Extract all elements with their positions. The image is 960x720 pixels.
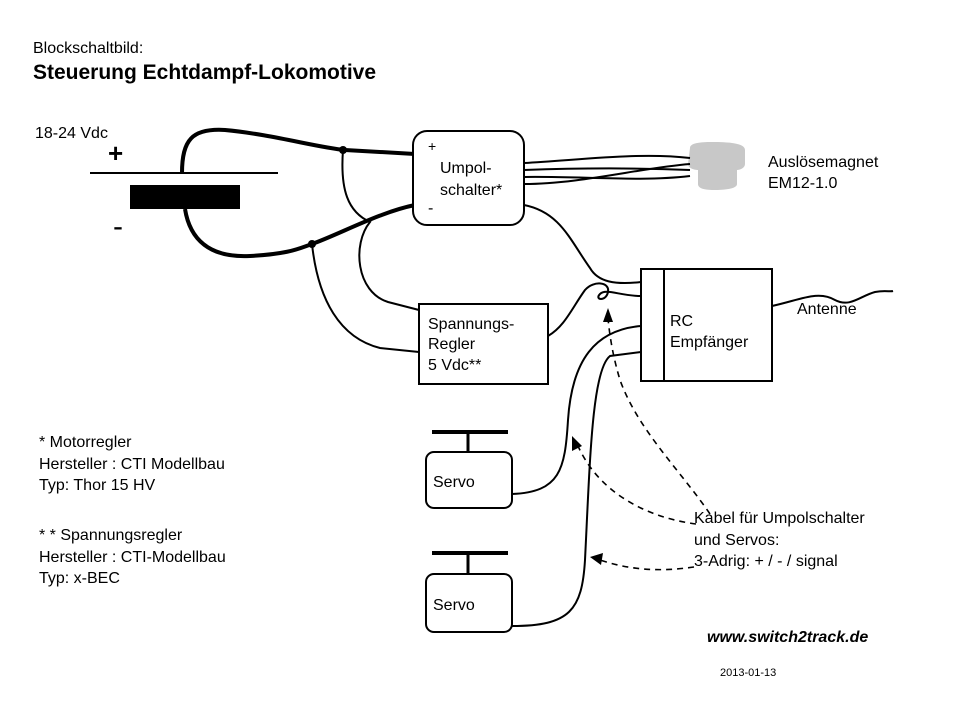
note-motor-1: * Motorregler — [39, 434, 132, 451]
arrowhead-servo-1 — [572, 436, 582, 451]
battery-minus-plate — [130, 185, 240, 209]
reverser-plus-sign: + — [428, 138, 437, 154]
wire-servo-1 — [511, 325, 642, 495]
receiver-box — [640, 268, 773, 382]
antenna-label: Antenne — [797, 301, 857, 318]
note-motor-2: Hersteller : CTI Modellbau — [39, 456, 225, 473]
wire-magnet-3 — [523, 175, 691, 180]
wire-supply-minus — [183, 203, 416, 259]
diagram-kicker: Blockschaltbild: — [33, 40, 144, 57]
supply-voltage: 18-24 Vdc — [35, 125, 108, 142]
wire-magnet-4 — [523, 163, 691, 185]
regulator-box — [418, 303, 549, 385]
cable-note-1: Kabel für Umpolschalter — [694, 510, 865, 527]
wire-regulator-plus — [341, 149, 420, 311]
annotation-arrow-servo-1 — [577, 445, 697, 525]
supply-minus-sign: - — [113, 210, 123, 243]
supply-plus-sign: + — [108, 138, 124, 168]
antenna-wire — [771, 290, 894, 307]
reverser-minus-sign: - — [428, 200, 434, 217]
servo-2-label: Servo — [433, 597, 475, 614]
wire-regulator-receiver — [547, 282, 642, 337]
arrowhead-receiver — [603, 308, 613, 322]
reverser-label-1: Umpol- — [440, 160, 492, 177]
reverser-label-2: schalter* — [440, 182, 503, 199]
magnet-label-1: Auslösemagnet — [768, 154, 879, 171]
arrowhead-servo-2 — [590, 553, 603, 565]
wire-reverser-receiver — [523, 204, 642, 285]
regulator-label-3: 5 Vdc** — [428, 357, 482, 374]
wire-supply-plus — [180, 127, 416, 174]
wire-regulator-minus — [311, 243, 420, 353]
magnet-label-2: EM12-1.0 — [768, 175, 838, 192]
wire-servo-2 — [511, 351, 642, 627]
regulator-label-2: Regler — [428, 336, 476, 353]
note-regulator-2: Hersteller : CTI-Modellbau — [39, 549, 226, 566]
annotation-arrow-receiver — [607, 317, 711, 515]
receiver-label-1: RC — [670, 313, 694, 330]
annotation-arrow-servo-2 — [599, 559, 695, 571]
note-regulator-1: * * Spannungsregler — [39, 527, 183, 544]
reverser-box — [412, 130, 525, 226]
note-regulator-3: Typ: x-BEC — [39, 570, 120, 587]
date-label: 2013-01-13 — [720, 667, 777, 679]
regulator-label-1: Spannungs- — [428, 316, 515, 333]
magnet-icon — [688, 142, 745, 190]
wire-magnet-2 — [523, 167, 691, 171]
servo-1-label: Servo — [433, 474, 475, 491]
website-label: www.switch2track.de — [707, 629, 869, 646]
note-motor-3: Typ: Thor 15 HV — [39, 477, 156, 494]
diagram-title: Steuerung Echtdampf-Lokomotive — [33, 61, 377, 84]
cable-note-2: und Servos: — [694, 532, 780, 549]
receiver-label-2: Empfänger — [670, 334, 749, 351]
cable-note-3: 3-Adrig: + / - / signal — [694, 553, 838, 570]
wire-magnet-1 — [523, 154, 691, 164]
